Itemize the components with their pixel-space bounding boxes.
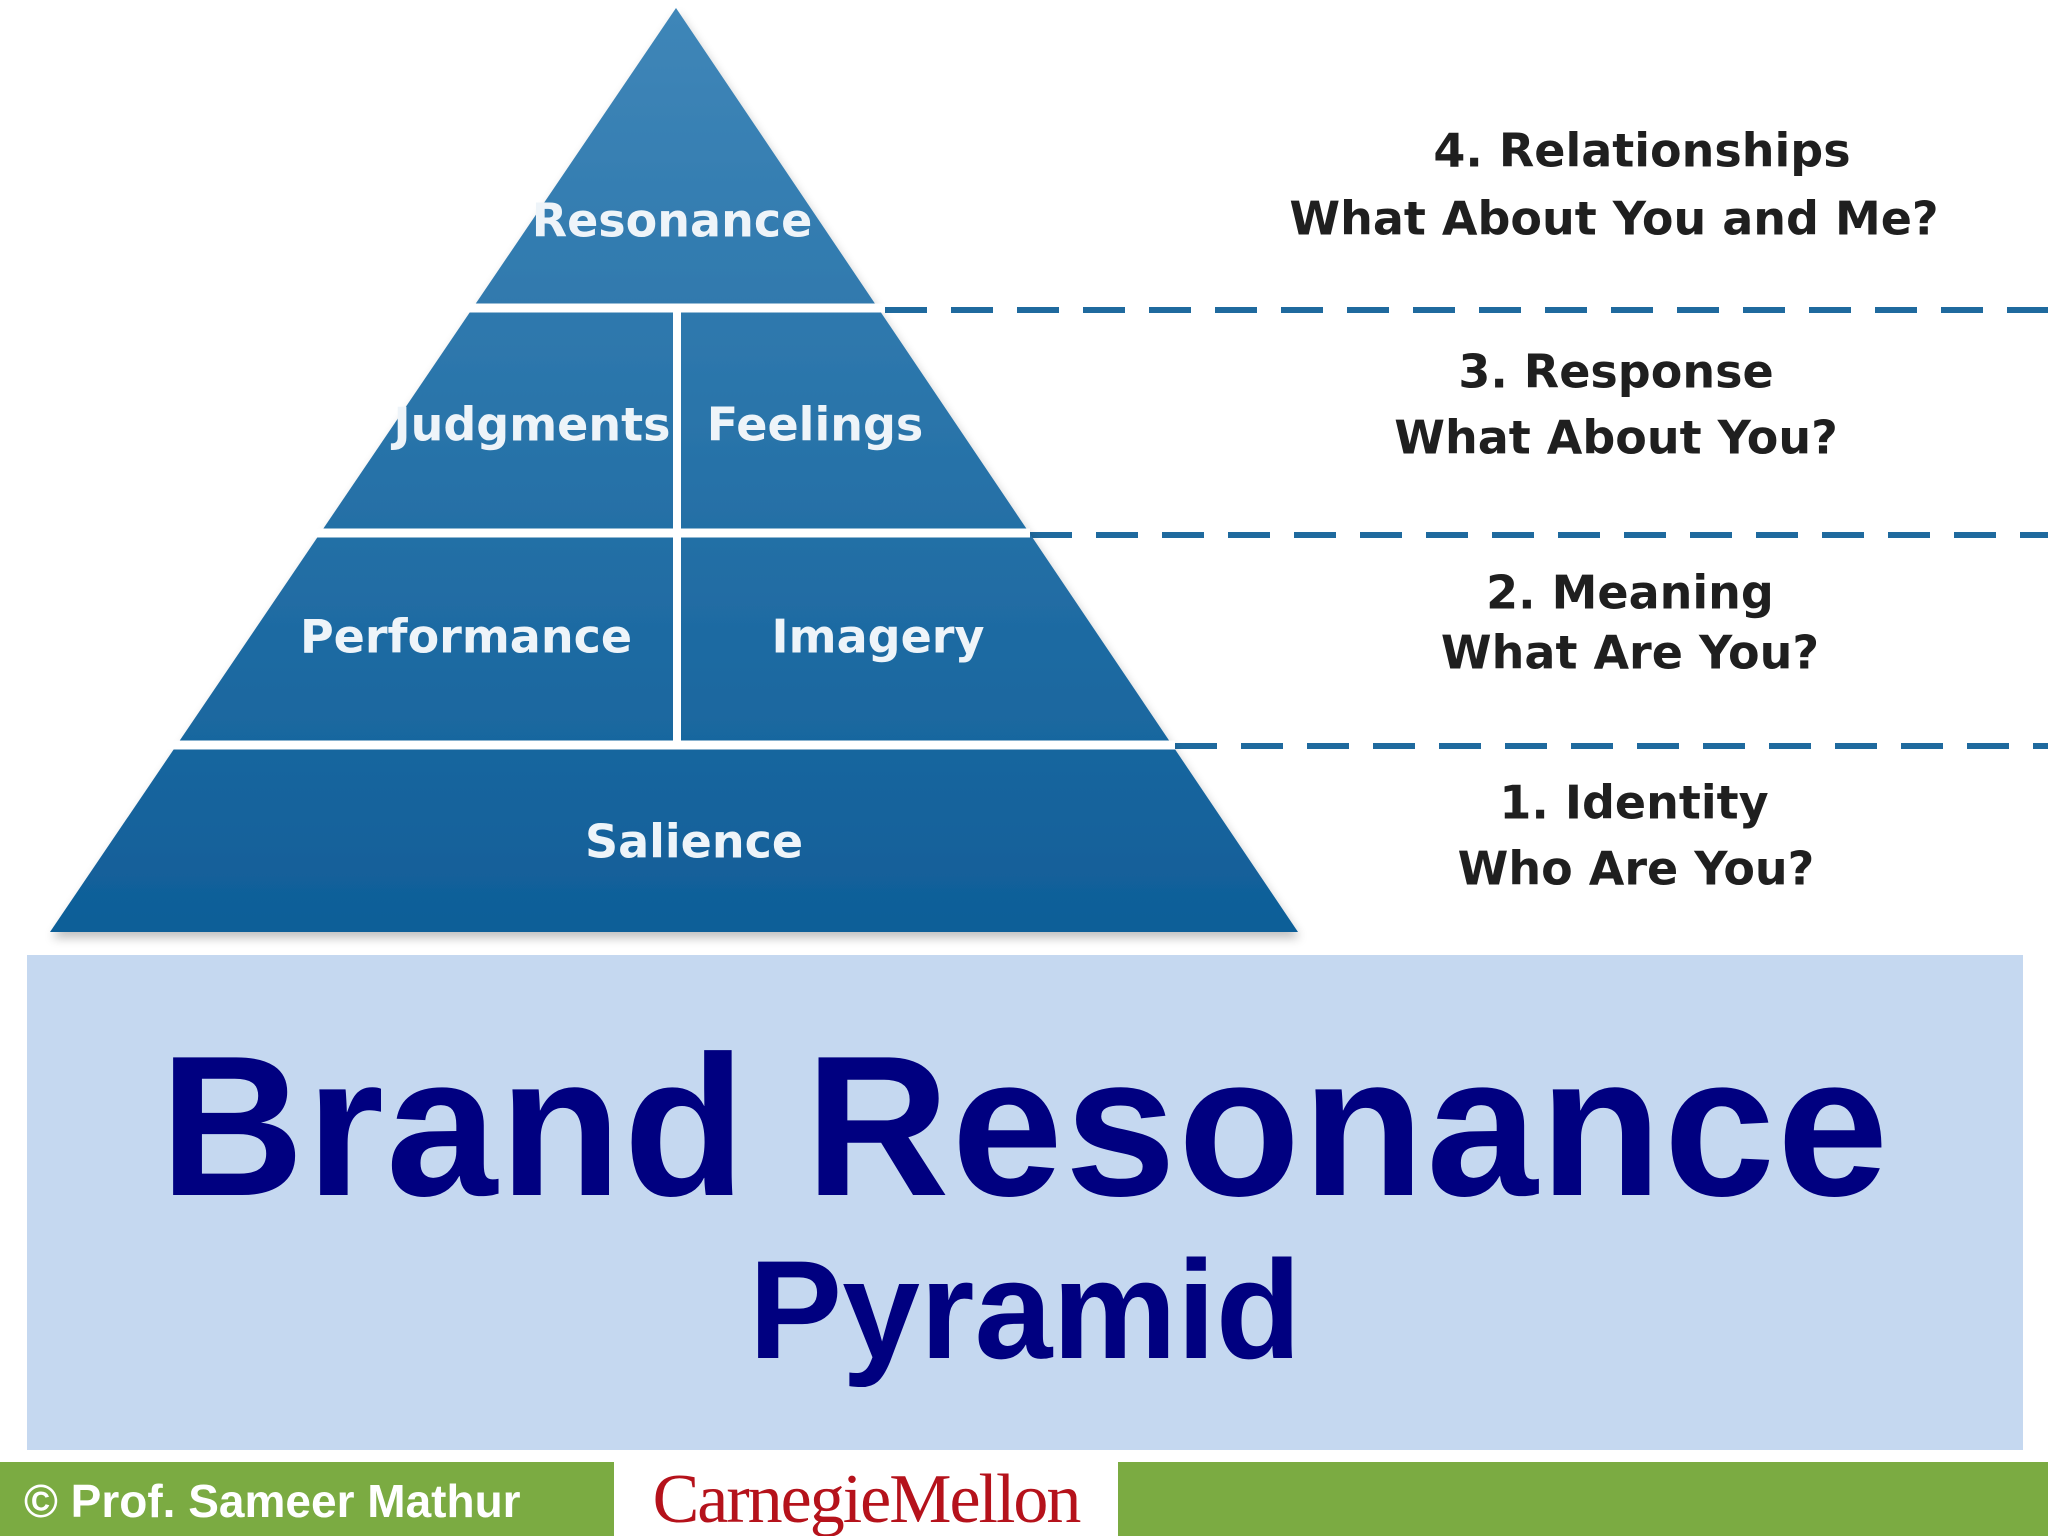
- level-4-title: 4. Relationships: [1433, 124, 1850, 178]
- level-3-title: 3. Response: [1458, 345, 1773, 399]
- carnegie-mellon-logo-text: CarnegieMellon: [652, 1462, 1082, 1536]
- level-1-title: 1. Identity: [1499, 776, 1768, 830]
- imagery-label: Imagery: [772, 610, 985, 664]
- salience-label: Salience: [585, 815, 803, 869]
- title-box: Brand Resonance Pyramid: [27, 955, 2023, 1450]
- main-title: Brand Resonance: [159, 1015, 1891, 1238]
- resonance-label: Resonance: [532, 194, 813, 248]
- footer-bar: © Prof. Sameer Mathur CarnegieMellon: [0, 1462, 2048, 1536]
- level-2-question: What Are You?: [1441, 626, 1819, 680]
- level-3-question: What About You?: [1394, 411, 1838, 465]
- carnegie-mellon-logo: CarnegieMellon: [614, 1462, 1118, 1536]
- sub-title: Pyramid: [748, 1231, 1302, 1388]
- judgments-label: Judgments: [391, 398, 671, 452]
- level-1-question: Who Are You?: [1458, 842, 1815, 896]
- feelings-label: Feelings: [707, 398, 924, 452]
- copyright-text: © Prof. Sameer Mathur: [24, 1475, 521, 1527]
- performance-label: Performance: [300, 610, 632, 664]
- brand-resonance-pyramid-diagram: Resonance Judgments Feelings Performance…: [50, 8, 2048, 932]
- level-4-question: What About You and Me?: [1289, 192, 1938, 246]
- level-2-title: 2. Meaning: [1486, 566, 1774, 620]
